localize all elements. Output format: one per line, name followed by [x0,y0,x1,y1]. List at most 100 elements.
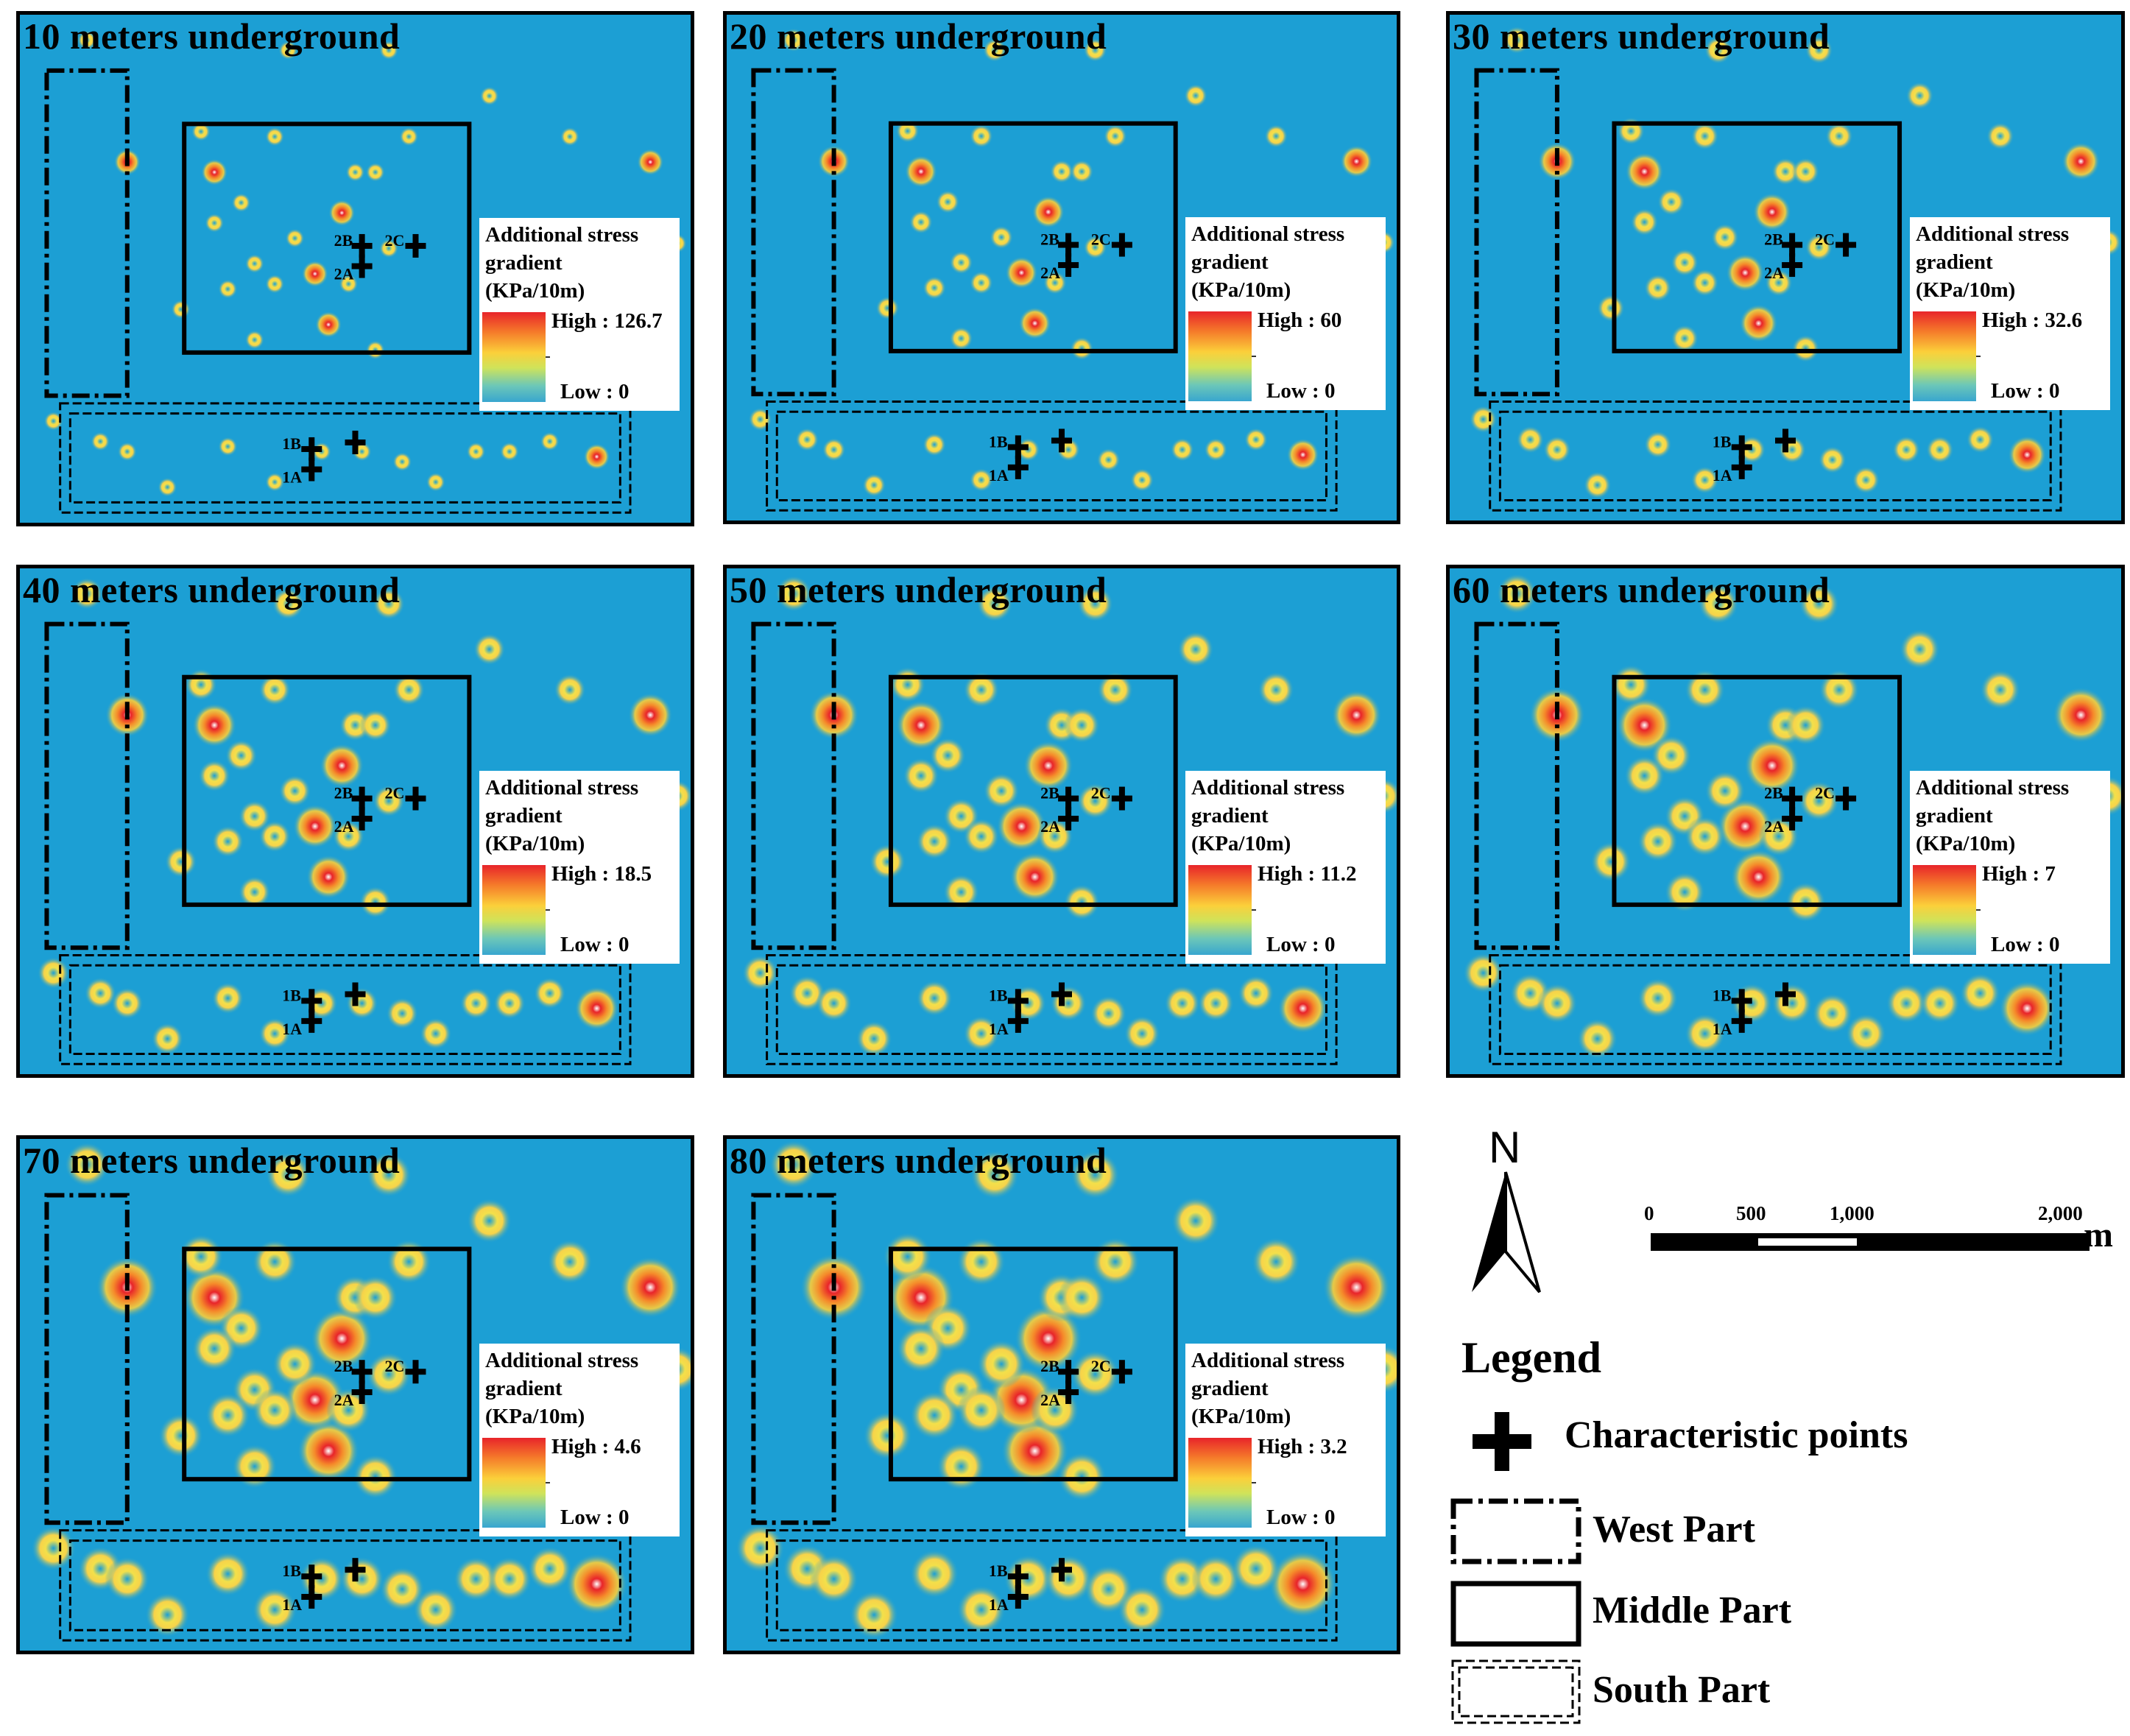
characteristic-point-2A [1058,1380,1079,1405]
stress-ring [769,1140,818,1189]
stress-hotspot [306,855,350,899]
stress-ring [1463,953,1503,993]
stress-ring [379,239,399,258]
middle-part-outline [182,121,472,355]
panel-title: 60 meters underground [1453,569,1830,610]
stress-ring [1846,1013,1886,1054]
stress-ring [359,709,392,741]
stress-ring [547,1239,593,1284]
legend-characteristic-points: Characteristic points [1565,1414,1908,1456]
colorbar: Additional stress gradient (KPa/10m)High… [1185,217,1386,410]
colorbar-title: Additional stress gradient (KPa/10m) [485,1349,639,1428]
stress-ring [1711,223,1739,251]
characteristic-point-2B [1782,786,1803,811]
stress-ring [211,982,244,1015]
point-label-1A: 1A [989,466,1009,484]
characteristic-point-1A [1007,455,1029,479]
stress-ring [983,772,1020,809]
south-part-outline [59,1529,632,1642]
stress-ring [192,1326,237,1372]
stress-ring [278,775,311,807]
stress-hotspot [1277,983,1328,1034]
stress-ring [923,433,946,456]
colorbar-high-label: High : 4.6 [551,1435,641,1458]
stress-hotspot [1005,256,1038,289]
stress-ring [31,1525,76,1571]
stress-ring [1537,983,1578,1024]
stress-ring [479,86,499,106]
stress-ring [1825,122,1853,150]
stress-ring [466,442,486,462]
stress-hotspot [896,700,946,750]
stress-hotspot [1616,697,1673,753]
stress-ring [956,1237,1006,1286]
characteristic-point-2A [1058,253,1079,278]
stress-ring [231,193,251,213]
stress-hotspot [1999,980,2056,1037]
stress-ring [875,296,900,320]
point-label-1B: 1B [282,434,301,453]
point-label-2B: 2B [334,231,353,250]
colorbar-low-label: Low : 0 [1266,1506,1336,1529]
point-label-2A: 2A [1764,817,1784,836]
stress-ring [937,1442,986,1491]
stress-ring [969,124,993,148]
stress-ring [1758,816,1799,857]
stress-hotspot [292,804,337,849]
south-part-outline [775,410,1327,502]
stress-ring [909,210,933,234]
stress-ring [1583,471,1612,499]
stress-ring [225,739,258,772]
stress-ring [1083,38,1107,62]
stress-ring [365,162,385,182]
stress-ring [1070,336,1094,361]
stress-ring [1905,82,1934,110]
stress-ring [373,785,405,817]
stress-ring [1177,631,1214,668]
point-label-2C: 2C [384,784,404,802]
colorbar-ramp [482,1438,546,1528]
stress-ring [809,1554,858,1603]
stress-ring [244,330,264,350]
colorbar-title: Additional stress gradient (KPa/10m) [485,223,639,303]
stress-ring [339,274,359,294]
stress-ring [1919,983,1961,1024]
characteristic-point-2C [1835,233,1857,257]
stress-ring [1170,437,1194,462]
stress-ring [399,127,419,147]
colorbar-ramp [1913,865,1976,955]
legend-middle-part: Middle Part [1593,1589,1792,1631]
colorbar-high-label: High : 126.7 [551,309,663,333]
stress-ring [265,127,285,147]
stress-ring [185,668,217,701]
characteristic-point-2B [1782,233,1803,257]
stress-hotspot [574,986,619,1031]
stress-ring [863,1411,912,1461]
colorbar-low-label: Low : 0 [560,933,630,956]
point-label-2C: 2C [1815,784,1835,802]
stress-ring [387,1239,431,1284]
stress-ring [742,955,778,991]
point-label-2C: 2C [1091,1357,1111,1375]
stress-ring [1791,158,1820,186]
stress-ring [258,820,291,853]
colorbar-ramp [1188,1438,1252,1528]
middle-part-outline [888,674,1178,907]
stress-ring [963,671,1000,708]
stress-ring [198,760,230,792]
stress-ring [916,823,953,860]
stress-ring [392,674,425,706]
stress-ring [1590,841,1632,882]
stress-hotspot [628,693,673,738]
point-label-1A: 1A [1713,1020,1732,1038]
stress-hotspot [2008,435,2047,474]
stress-ring [969,468,993,492]
stress-hotspot [2062,142,2101,181]
characteristic-point-1A [301,1009,322,1033]
stress-ring [1191,1554,1241,1603]
characteristic-point-1C [1051,1558,1072,1582]
stress-ring [1037,818,1073,855]
stress-hotspot [1322,1253,1391,1322]
